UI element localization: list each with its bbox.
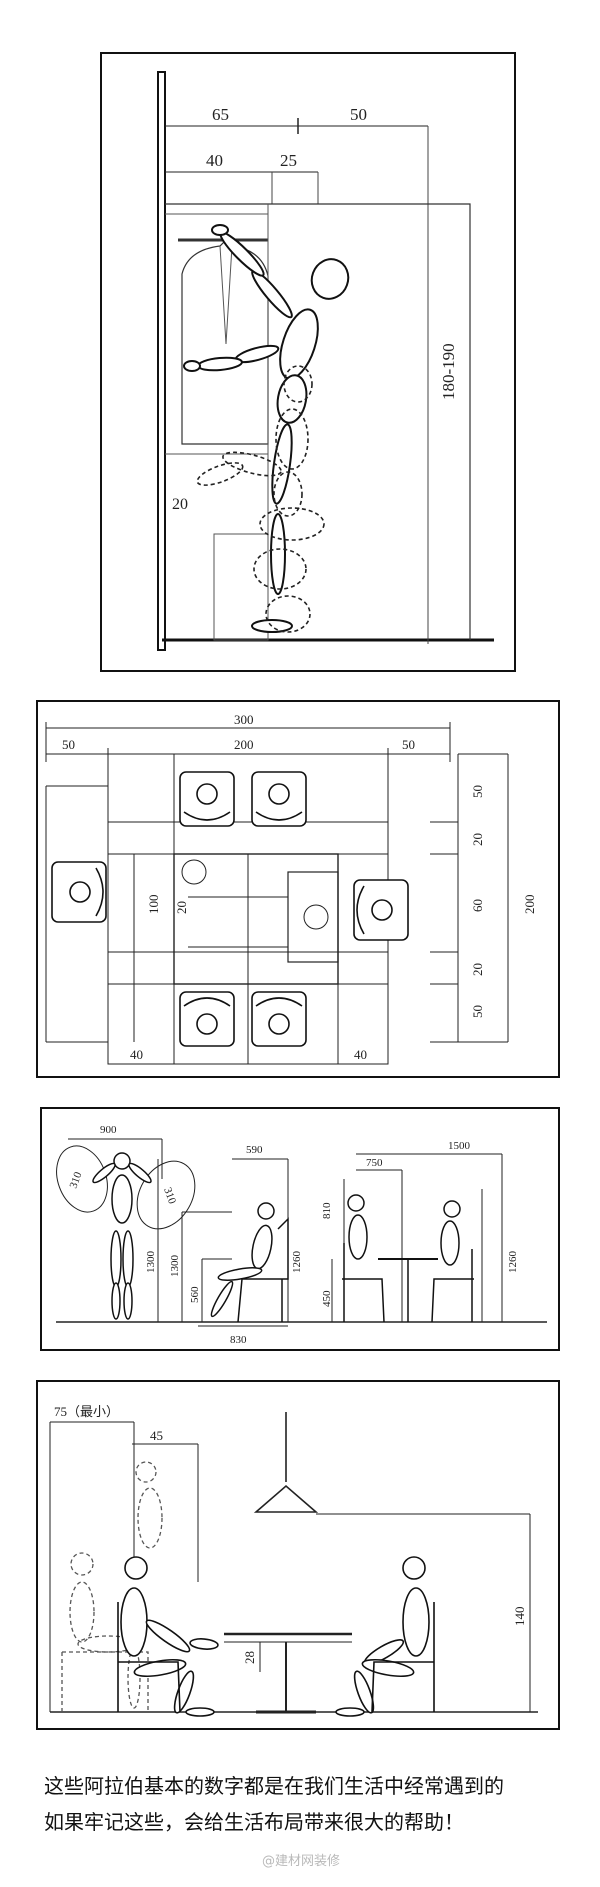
dim-200-mid: 200 [234, 737, 254, 752]
dim-r4: 20 [470, 963, 485, 976]
dim-arc-right: 310 [161, 1186, 178, 1206]
dim-label-height: 180-190 [439, 343, 458, 400]
dim-min-gap: 75（最小） [54, 1404, 119, 1419]
watermark-text: @建材网装修 [262, 1854, 341, 1869]
dim-1500: 1500 [448, 1140, 471, 1152]
wardrobe-diagram: 65 50 40 25 20 180-190 [157, 71, 494, 651]
chair-bottom-left [179, 991, 235, 1047]
dim-left-h: 100 [146, 895, 161, 915]
dim-r5: 50 [470, 1005, 485, 1018]
dim-r2: 20 [470, 833, 485, 846]
dim-seat-1300: 1300 [169, 1255, 181, 1278]
chair-left [51, 861, 107, 923]
dim-inner: 20 [174, 901, 189, 914]
dim-300: 300 [234, 712, 254, 727]
dining-side-diagram: 75（最小） 45 28 140 [49, 1404, 538, 1717]
caption-line-1: 这些阿拉伯基本的数字都是在我们生活中经常遇到的 [44, 1774, 504, 1798]
caption-text: 这些阿拉伯基本的数字都是在我们生活中经常遇到的 如果牢记这些，会给生活布局带来很… [44, 1768, 584, 1840]
dim-r1: 50 [470, 785, 485, 798]
standing-figure [183, 224, 350, 633]
dim-lamp-140: 140 [512, 1607, 527, 1627]
ergonomic-figures [92, 1152, 474, 1323]
dim-r3: 60 [470, 899, 485, 912]
chair-figures [51, 771, 409, 1047]
dim-830: 830 [230, 1334, 247, 1346]
chair-top-left [179, 771, 235, 827]
dim-arc-left: 310 [68, 1170, 85, 1190]
wall [157, 71, 166, 651]
dim-label-40: 40 [206, 151, 223, 170]
crouching-figure [196, 365, 325, 633]
dim-label-20: 20 [172, 496, 188, 513]
dim-810: 810 [321, 1202, 333, 1219]
caption-line-2: 如果牢记这些，会给生活布局带来很大的帮助！ [44, 1810, 464, 1834]
chair-bottom-right [251, 991, 307, 1047]
dim-label-65: 65 [212, 105, 229, 124]
dim-chair-28: 28 [242, 1651, 257, 1664]
garment-fold [219, 245, 233, 345]
dim-590: 590 [246, 1144, 263, 1156]
dim-bottom-right: 40 [354, 1047, 367, 1062]
dim-900: 900 [100, 1124, 117, 1136]
dim-label-50: 50 [350, 105, 367, 124]
chair-top-right [251, 771, 307, 827]
dim-t-1260: 1260 [507, 1251, 519, 1274]
wardrobe-outline [165, 203, 471, 640]
dim-depth-45: 45 [150, 1428, 163, 1443]
dim-750: 750 [366, 1157, 383, 1169]
dining-plan-diagram: 300 50 200 50 50 20 60 20 50 200 100 20 … [45, 712, 537, 1065]
dim-seat-560: 560 [189, 1286, 201, 1303]
panel-dining-side-view: 75（最小） 45 28 140 [36, 1380, 560, 1730]
dim-label-25: 25 [280, 151, 297, 170]
dim-bottom-left: 40 [130, 1047, 143, 1062]
panel-wardrobe-reach: 65 50 40 25 20 180-190 [100, 52, 516, 672]
low-drawer [213, 533, 269, 641]
dim-total-h: 200 [522, 895, 537, 915]
ergonomic-diagram: 900 310 310 1300 590 1300 560 1260 830 1… [56, 1124, 547, 1346]
seated-figures [117, 1556, 435, 1717]
dim-50-left: 50 [62, 737, 75, 752]
chair-right [353, 879, 409, 941]
dim-stand-h: 1300 [145, 1251, 157, 1274]
dim-50-right: 50 [402, 737, 415, 752]
panel-ergonomic-heights: 900 310 310 1300 590 1300 560 1260 830 1… [40, 1107, 560, 1351]
panel-dining-top-view: 300 50 200 50 50 20 60 20 50 200 100 20 … [36, 700, 560, 1078]
dim-450: 450 [321, 1290, 333, 1307]
dim-seat-1260: 1260 [291, 1251, 303, 1274]
